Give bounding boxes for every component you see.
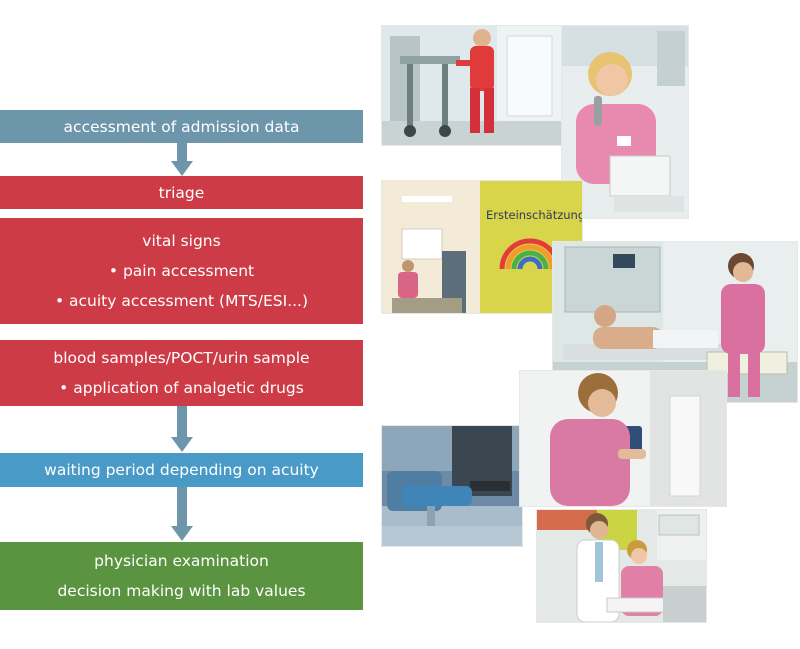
acuity-assessment-label: • acuity accessment (MTS/ESI...) xyxy=(54,292,309,310)
arrow-down-icon xyxy=(171,143,193,176)
step-admission-data: accessment of admission data xyxy=(0,110,363,143)
step-physician-examination: physician examination decision making wi… xyxy=(0,542,363,610)
photo-nurse-device xyxy=(520,371,726,506)
arrow-down-icon xyxy=(171,406,193,452)
vital-signs-label: vital signs xyxy=(142,232,221,250)
step-vital-signs: vital signs • pain accessment • acuity a… xyxy=(0,218,363,324)
step-waiting-period: waiting period depending on acuity xyxy=(0,453,363,487)
waiting-period-label: waiting period depending on acuity xyxy=(44,461,319,479)
triage-sign-text: Ersteinschätzung xyxy=(486,208,582,222)
photo-triage-sign: Ersteinschätzung xyxy=(382,181,582,313)
decision-making-label: decision making with lab values xyxy=(57,582,306,600)
blood-samples-label: blood samples/POCT/urin sample xyxy=(53,349,310,367)
photo-waiting-chairs xyxy=(382,426,522,546)
pain-assessment-label: • pain accessment xyxy=(108,262,255,280)
photo-physician-examination xyxy=(537,510,706,622)
step-triage-label: triage xyxy=(158,183,205,202)
step-blood-samples: blood samples/POCT/urin sample • applica… xyxy=(0,340,363,406)
step-triage: triage xyxy=(0,176,363,209)
arrow-down-icon xyxy=(171,487,193,541)
step-admission-label: accessment of admission data xyxy=(63,117,300,136)
physician-examination-label: physician examination xyxy=(94,552,269,570)
photo-patient-transport xyxy=(382,26,562,145)
analgetic-drugs-label: • application of analgetic drugs xyxy=(59,379,304,397)
photo-nurse-phone xyxy=(562,26,688,218)
